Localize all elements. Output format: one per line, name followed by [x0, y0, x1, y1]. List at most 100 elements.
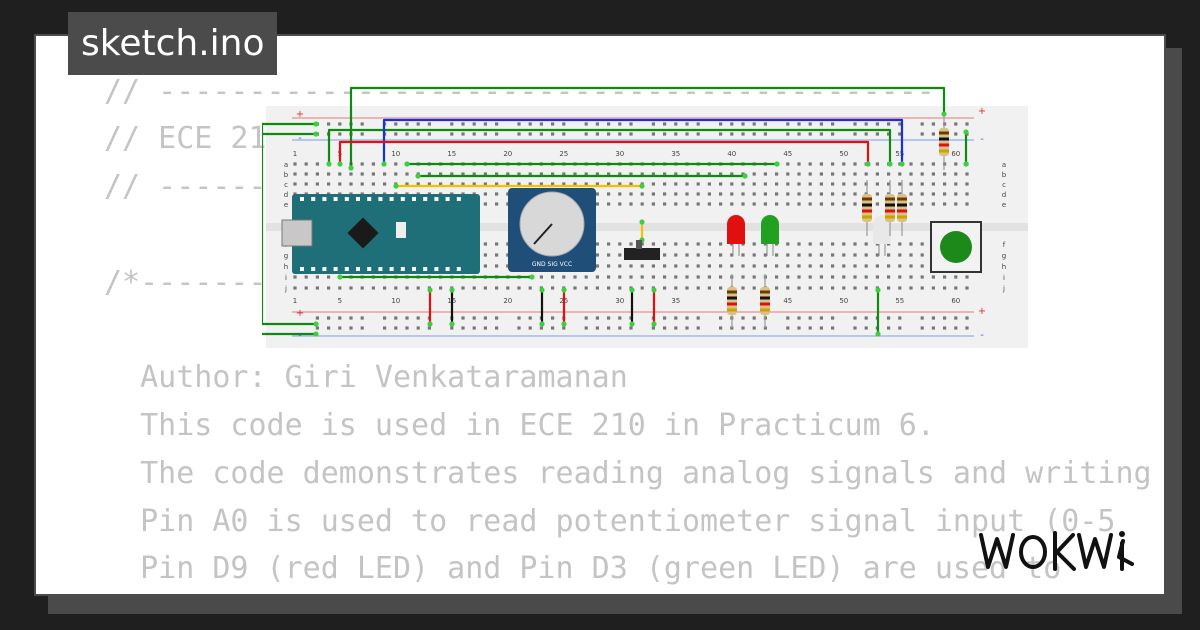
rail-hole [539, 122, 543, 126]
terminal-hole [674, 264, 678, 268]
rail-hole [416, 132, 420, 136]
terminal-hole [831, 242, 835, 246]
terminal-hole [696, 286, 700, 290]
rail-hole [875, 122, 879, 126]
terminal-hole [327, 275, 331, 279]
terminal-hole [842, 182, 846, 186]
terminal-hole [651, 192, 655, 196]
terminal-hole [719, 202, 723, 206]
terminal-hole [898, 286, 902, 290]
terminal-hole [618, 192, 622, 196]
rail-hole [808, 326, 812, 330]
terminal-hole [920, 275, 924, 279]
terminal-hole [595, 253, 599, 257]
rail-hole [797, 326, 801, 330]
resistor-body [939, 128, 949, 156]
terminal-hole [741, 253, 745, 257]
resistor-band [885, 215, 895, 219]
wire-green-left [260, 122, 316, 326]
terminal-hole [607, 264, 611, 268]
code-line: // -------------------------------------… [104, 74, 935, 109]
rail-hole [831, 132, 835, 136]
terminal-hole [797, 286, 801, 290]
terminal-hole [327, 172, 331, 176]
rail-hole [461, 316, 465, 320]
nano-pin [423, 267, 428, 271]
rail-hole [931, 326, 935, 330]
terminal-hole [831, 275, 835, 279]
terminal-hole [674, 286, 678, 290]
row-label: d [1002, 191, 1006, 199]
terminal-hole [875, 172, 879, 176]
terminal-hole [842, 286, 846, 290]
rail-hole [405, 122, 409, 126]
terminal-hole [786, 172, 790, 176]
terminal-hole [573, 275, 577, 279]
row-label: b [284, 171, 289, 179]
terminal-hole [394, 286, 398, 290]
terminal-hole [595, 172, 599, 176]
terminal-hole [920, 192, 924, 196]
terminal-hole [383, 172, 387, 176]
rail-minus-label: - [980, 330, 984, 341]
rail-hole [495, 132, 499, 136]
nano-pin [389, 197, 394, 201]
rail-hole [920, 122, 924, 126]
rail-hole [562, 132, 566, 136]
terminal-hole [483, 192, 487, 196]
terminal-hole [931, 192, 935, 196]
terminal-hole [819, 162, 823, 166]
terminal-hole [920, 202, 924, 206]
terminal-hole [663, 192, 667, 196]
wire-end [963, 161, 969, 167]
rail-hole [954, 316, 958, 320]
terminal-hole [707, 192, 711, 196]
terminal-hole [752, 202, 756, 206]
nano-pin [445, 267, 450, 271]
nano-pin [412, 197, 416, 201]
resistor-band [760, 302, 770, 306]
rail-hole [808, 316, 812, 320]
terminal-hole [853, 192, 857, 196]
rail-hole [472, 326, 476, 330]
terminal-hole [405, 172, 409, 176]
terminal-hole [371, 286, 375, 290]
terminal-hole [506, 172, 510, 176]
wire-end [427, 321, 433, 327]
rail-hole [383, 316, 387, 320]
wire-end [313, 321, 319, 327]
terminal-hole [887, 275, 891, 279]
terminal-hole [819, 182, 823, 186]
terminal-hole [875, 264, 879, 268]
rail-hole [528, 122, 532, 126]
terminal-hole [819, 286, 823, 290]
rail-hole [965, 122, 969, 126]
terminal-hole [875, 253, 879, 257]
wire-end [651, 287, 657, 293]
terminal-hole [327, 182, 331, 186]
terminal-hole [965, 182, 969, 186]
terminal-hole [607, 182, 611, 186]
resistor-band [897, 215, 907, 219]
code-line: The code demonstrates reading analog sig… [104, 456, 1152, 491]
wire-end [449, 287, 455, 293]
rail-hole [786, 132, 790, 136]
terminal-hole [674, 192, 678, 196]
rail-hole [931, 122, 935, 126]
terminal-hole [719, 264, 723, 268]
terminal-hole [394, 162, 398, 166]
rail-hole [595, 122, 599, 126]
rail-hole [349, 316, 353, 320]
rail-hole [674, 316, 678, 320]
terminal-hole [360, 182, 364, 186]
terminal-hole [954, 275, 958, 279]
file-name-tab[interactable]: sketch.ino [68, 12, 278, 75]
terminal-hole [786, 253, 790, 257]
terminal-hole [651, 202, 655, 206]
terminal-hole [315, 275, 319, 279]
terminal-hole [483, 253, 487, 257]
terminal-hole [495, 192, 499, 196]
terminal-hole [551, 286, 555, 290]
terminal-hole [595, 275, 599, 279]
terminal-hole [719, 253, 723, 257]
